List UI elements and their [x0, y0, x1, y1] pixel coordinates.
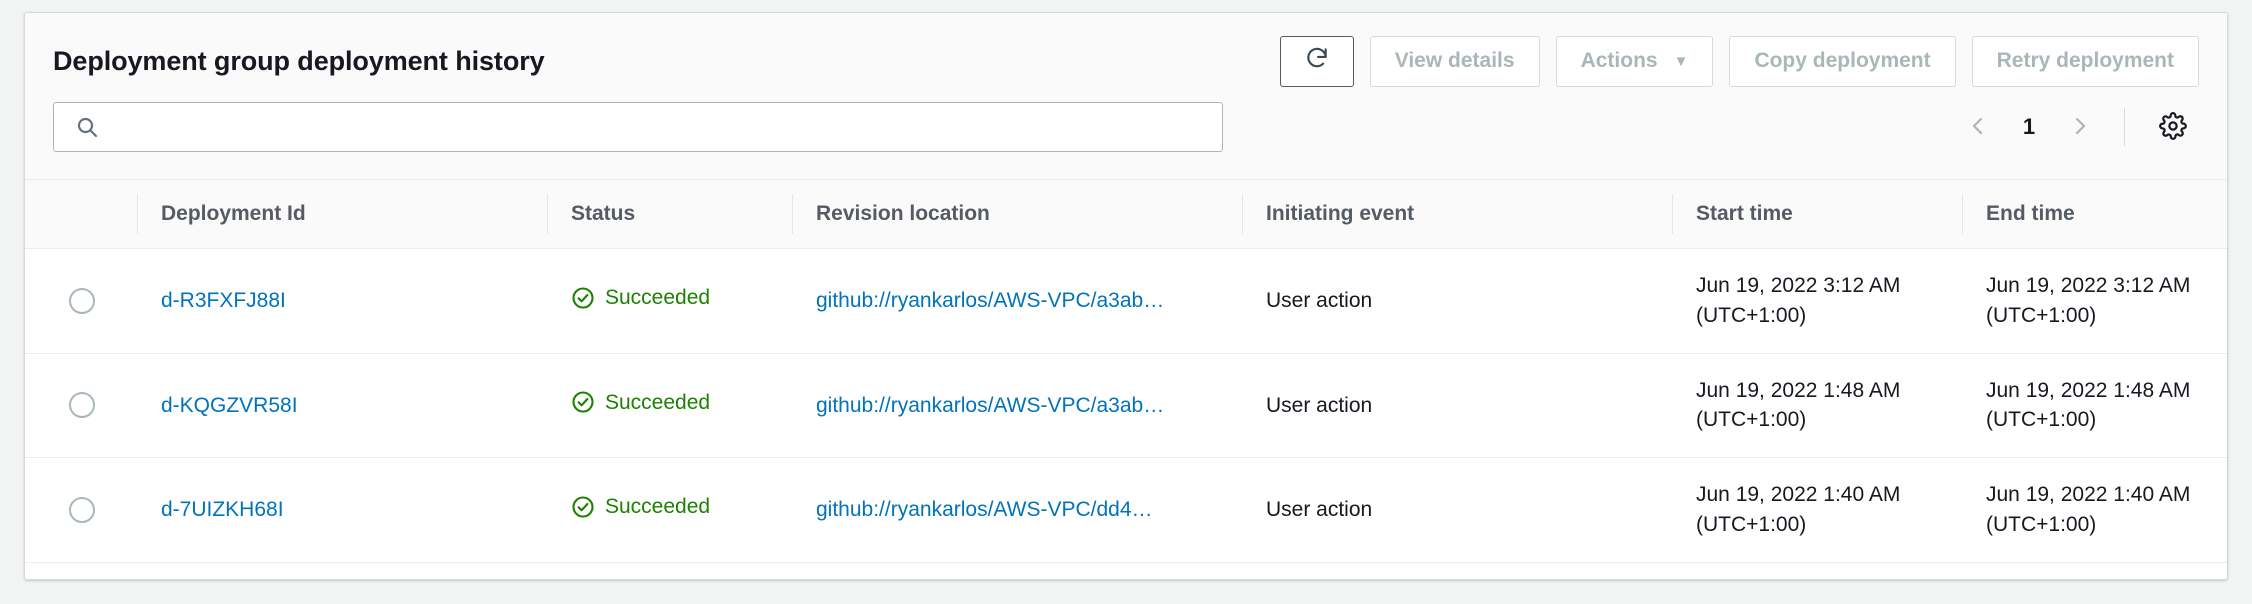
column-header-deployment-id[interactable]: Deployment Id: [137, 179, 547, 249]
start-time-zone: (UTC+1:00): [1696, 303, 1807, 327]
status-cell: Failed: [547, 562, 792, 579]
actions-dropdown-button[interactable]: Actions ▼: [1555, 35, 1714, 87]
start-time-date: Jun 19, 2022 1:40 AM: [1696, 483, 1901, 507]
row-select-cell: [25, 353, 137, 459]
status-label: Succeeded: [605, 285, 711, 309]
status-badge: Succeeded: [571, 492, 710, 522]
start-time-date: Jun 19, 2022 1:48 AM: [1696, 378, 1901, 402]
initiating-event-cell: User action: [1242, 248, 1672, 354]
end-time-zone: (UTC+1:00): [1986, 408, 2097, 432]
revision-location-cell: github://ryankarlos/AWS-VPC/a3ab…: [792, 353, 1242, 459]
revision-location-link[interactable]: github://ryankarlos/AWS-VPC/a3ab…: [816, 393, 1165, 417]
table-row[interactable]: d-R3FXFJ88I Succeeded github://ryankarlos/…: [25, 248, 2227, 354]
start-time-date: Jun 19, 2022 3:12 AM: [1696, 274, 1901, 297]
revision-location-link[interactable]: github://ryankarlos/AWS-VPC/dd4…: [816, 498, 1153, 522]
initiating-event-cell: User action: [1242, 353, 1672, 459]
panel-header: Deployment group deployment history View…: [25, 13, 2227, 179]
chevron-right-icon: [2068, 114, 2092, 141]
deployment-history-panel: Deployment group deployment history View…: [24, 12, 2228, 580]
end-time-cell: Jun 19, 2022 1:48 AM (UTC+1:00): [1962, 353, 2227, 459]
deployment-id-cell: d-R3FXFJ88I: [137, 248, 547, 354]
table-row[interactable]: d-KQGZVR58I Succeeded github://ryankarlos/…: [25, 353, 2227, 459]
deployment-id-link[interactable]: d-7UIZKH68I: [161, 498, 284, 522]
row-select-cell: [25, 457, 137, 563]
check-circle-icon: [571, 495, 595, 519]
pagination-next-button[interactable]: [2054, 101, 2106, 153]
start-time-cell: Jun 19, 2022 1:40 AM (UTC+1:00): [1672, 457, 1962, 563]
deployment-id-cell: d-KQGZVR58I: [137, 353, 547, 459]
deployment-id-cell: d-7UIZKH68I: [137, 457, 547, 563]
pagination: 1: [1952, 101, 2199, 153]
table-settings-button[interactable]: [2147, 101, 2199, 153]
row-radio-button[interactable]: [69, 497, 95, 524]
copy-deployment-button[interactable]: Copy deployment: [1729, 35, 1956, 87]
table-header-row: Deployment Id Status Revision location I…: [25, 179, 2227, 249]
deployment-id-link[interactable]: d-R3FXFJ88I: [161, 288, 286, 312]
column-header-initiating-event[interactable]: Initiating event: [1242, 179, 1672, 249]
end-time-zone: (UTC+1:00): [1986, 513, 2097, 537]
refresh-icon: [1304, 45, 1330, 77]
row-radio-button[interactable]: [69, 392, 95, 419]
start-time-cell: Jun 19, 2022 3:12 AM (UTC+1:00): [1672, 248, 1962, 354]
revision-location-link[interactable]: github://ryankarlos/AWS-VPC/a3ab…: [816, 288, 1165, 312]
start-time-cell: Jun 19, 2022 1:28 AM(UTC+1:00): [1672, 562, 1962, 579]
page-title: Deployment group deployment history: [53, 45, 545, 76]
chevron-left-icon: [1966, 114, 1990, 141]
gear-icon: [2159, 111, 2187, 143]
table-body: d-R3FXFJ88I Succeeded github://ryankarlos/…: [25, 248, 2227, 579]
table-row[interactable]: d-P7SQ4T58IFailedgithub://ryankarlos/AWS…: [25, 562, 2227, 579]
start-time-zone: (UTC+1:00): [1696, 408, 1807, 432]
panel-actions: View details Actions ▼ Copy deployment R…: [1279, 35, 2199, 87]
column-header-select: [25, 179, 137, 249]
revision-location-cell: github://ryankarlos/AWS-VPC/dd4…: [792, 562, 1242, 579]
end-time-cell: Jun 19, 2022 3:12 AM (UTC+1:00): [1962, 248, 2227, 354]
status-badge: Succeeded: [571, 283, 710, 313]
column-header-revision-location[interactable]: Revision location: [792, 179, 1242, 249]
revision-location-cell: github://ryankarlos/AWS-VPC/dd4…: [792, 457, 1242, 563]
initiating-event-cell: User action: [1242, 457, 1672, 563]
column-header-status[interactable]: Status: [547, 179, 792, 249]
pagination-divider: [2124, 108, 2125, 146]
pagination-previous-button[interactable]: [1952, 101, 2004, 153]
status-cell: Succeeded: [547, 248, 792, 354]
chevron-down-icon: ▼: [1673, 52, 1689, 70]
status-badge: Succeeded: [571, 388, 710, 418]
actions-label: Actions: [1580, 49, 1658, 72]
view-details-button[interactable]: View details: [1369, 35, 1540, 87]
table-row[interactable]: d-7UIZKH68I Succeeded github://ryankarlos/…: [25, 457, 2227, 563]
end-time-date: Jun 19, 2022 1:48 AM: [1986, 378, 2191, 402]
initiating-event-cell: User action: [1242, 562, 1672, 579]
status-cell: Succeeded: [547, 457, 792, 563]
filter-row: 1: [53, 87, 2199, 179]
row-select-cell: [25, 248, 137, 354]
search-container: [53, 102, 1223, 152]
revision-location-cell: github://ryankarlos/AWS-VPC/a3ab…: [792, 248, 1242, 354]
end-time-date: Jun 19, 2022 3:12 AM: [1986, 274, 2191, 297]
check-circle-icon: [571, 390, 595, 414]
end-time-cell: Jun 19, 2022 1:40 AM (UTC+1:00): [1962, 457, 2227, 563]
refresh-button[interactable]: [1279, 35, 1354, 87]
row-select-cell: [25, 562, 137, 579]
column-header-end-time[interactable]: End time: [1962, 179, 2227, 249]
end-time-cell: Jun 19, 2022 1:28 AM(UTC+1:00): [1962, 562, 2227, 579]
start-time-zone: (UTC+1:00): [1696, 513, 1807, 537]
row-radio-button[interactable]: [69, 287, 95, 314]
search-input[interactable]: [53, 102, 1223, 152]
end-time-date: Jun 19, 2022 1:40 AM: [1986, 483, 2191, 507]
deployment-history-table: Deployment Id Status Revision location I…: [25, 179, 2227, 579]
pagination-page-1[interactable]: 1: [2022, 114, 2036, 139]
status-label: Succeeded: [605, 495, 711, 519]
deployment-id-link[interactable]: d-KQGZVR58I: [161, 393, 298, 417]
check-circle-icon: [571, 286, 595, 310]
status-label: Succeeded: [605, 390, 711, 414]
end-time-zone: (UTC+1:00): [1986, 303, 2097, 327]
column-header-start-time[interactable]: Start time: [1672, 179, 1962, 249]
panel-header-row: Deployment group deployment history View…: [53, 35, 2199, 87]
status-cell: Succeeded: [547, 353, 792, 459]
start-time-cell: Jun 19, 2022 1:48 AM (UTC+1:00): [1672, 353, 1962, 459]
retry-deployment-button[interactable]: Retry deployment: [1971, 35, 2199, 87]
table-head: Deployment Id Status Revision location I…: [25, 179, 2227, 249]
deployment-id-cell: d-P7SQ4T58I: [137, 562, 547, 579]
